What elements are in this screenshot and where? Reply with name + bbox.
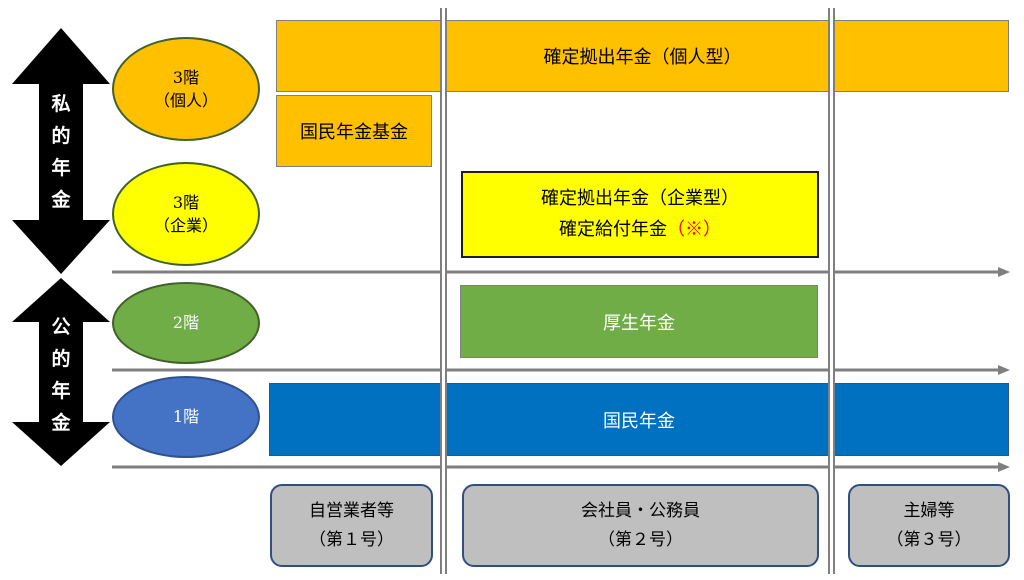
separator-arrow-1: [112, 267, 1010, 277]
floor-1-line1: 1階: [172, 407, 200, 427]
corporate-pension-note: （※）: [667, 218, 721, 240]
ideco-label: 確定拠出年金（個人型）: [543, 47, 742, 68]
floor-3-individual: 3階 （個人）: [112, 37, 260, 141]
corporate-pension-line2: 確定給付年金（※）: [559, 215, 721, 246]
private-pension-arrow: [12, 28, 110, 274]
category-employees-sub: （第２号）: [598, 529, 683, 550]
floor-3-corporate: 3階 （企業）: [112, 162, 260, 266]
divider-line-1: [440, 8, 447, 574]
category-employees-name: 会社員・公務員: [581, 500, 700, 521]
category-homemakers-name: 主婦等: [903, 500, 955, 521]
floor-3-individual-line1: 3階: [172, 67, 200, 87]
kokumin-nenkin-bar: 国民年金: [269, 383, 1009, 456]
category-employees: 会社員・公務員 （第２号）: [462, 484, 819, 567]
kokumin-nenkin-label: 国民年金: [603, 410, 675, 432]
floor-3-corporate-line1: 3階: [172, 192, 200, 212]
corporate-pension-bar: 確定拠出年金（企業型） 確定給付年金（※）: [461, 171, 819, 258]
floor-3-corporate-line2: （企業）: [153, 216, 218, 235]
separator-arrow-3: [112, 462, 1010, 472]
category-self-employed-sub: （第１号）: [309, 529, 394, 550]
kokumin-kikin-label: 国民年金基金: [300, 122, 408, 143]
public-pension-arrow: [12, 278, 110, 466]
kosei-nenkin-label: 厚生年金: [603, 312, 675, 334]
kosei-nenkin-bar: 厚生年金: [460, 285, 818, 358]
floor-1: 1階: [112, 376, 260, 458]
category-homemakers-sub: （第３号）: [886, 529, 972, 550]
divider-line-2: [828, 8, 835, 574]
separator-arrow-2: [112, 365, 1010, 375]
floor-2: 2階: [112, 282, 260, 364]
floor-3-individual-line2: （個人）: [153, 91, 218, 110]
floor-2-line1: 2階: [172, 313, 200, 333]
category-self-employed: 自営業者等 （第１号）: [270, 484, 433, 567]
category-self-employed-name: 自営業者等: [309, 500, 394, 521]
corporate-pension-line1: 確定拠出年金（企業型）: [541, 187, 739, 209]
ideco-bar: 確定拠出年金（個人型）: [276, 20, 1009, 92]
db-pension-label: 確定給付年金: [559, 218, 667, 240]
kokumin-kikin-bar: 国民年金基金: [276, 95, 432, 167]
category-homemakers: 主婦等 （第３号）: [848, 484, 1010, 567]
